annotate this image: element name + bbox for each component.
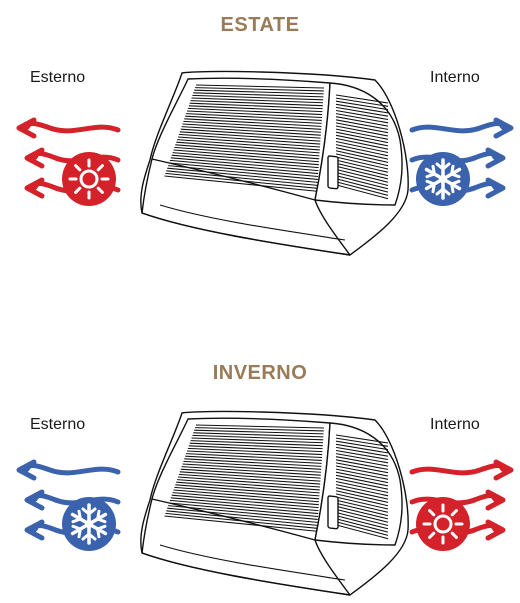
air-flow-arrow bbox=[23, 463, 121, 476]
arrow-head bbox=[24, 177, 45, 199]
sun-icon bbox=[62, 152, 116, 206]
arrow-head bbox=[493, 117, 514, 139]
arrow-head bbox=[493, 459, 514, 481]
outside-label-winter: Esterno bbox=[30, 416, 86, 433]
arrow-head bbox=[24, 147, 45, 169]
air-flow-arrow bbox=[409, 463, 507, 476]
display-slot bbox=[327, 155, 339, 190]
display-slot bbox=[327, 495, 339, 530]
arrow-head bbox=[24, 519, 45, 541]
winter-panel: INVERNO Esterno Interno bbox=[0, 350, 520, 603]
air-flow-arrow bbox=[23, 121, 121, 134]
side-grille bbox=[335, 94, 389, 200]
air-conditioner-unit-winter bbox=[140, 410, 409, 596]
air-conditioner-unit-summer bbox=[140, 70, 409, 256]
inside-label-winter: Interno bbox=[430, 416, 480, 433]
front-grille bbox=[164, 84, 325, 192]
snowflake-icon bbox=[416, 152, 470, 206]
arrow-head bbox=[16, 117, 37, 139]
season-title-summer: ESTATE bbox=[220, 14, 300, 36]
arrow-head bbox=[485, 519, 506, 541]
arrow-head bbox=[485, 489, 506, 511]
arrow-head bbox=[16, 459, 37, 481]
incoming-air-arrows-summer bbox=[409, 117, 514, 199]
season-title-winter: INVERNO bbox=[212, 362, 308, 384]
air-flow-arrow bbox=[409, 121, 507, 134]
snowflake-icon bbox=[62, 497, 116, 551]
outside-label-summer: Esterno bbox=[30, 69, 86, 86]
side-grille bbox=[335, 434, 389, 540]
summer-panel: ESTATE Esterno Interno bbox=[0, 0, 520, 300]
sun-icon bbox=[416, 497, 470, 551]
arrow-head bbox=[24, 489, 45, 511]
arrow-head bbox=[485, 177, 506, 199]
front-grille bbox=[164, 424, 325, 532]
arrow-head bbox=[485, 147, 506, 169]
outgoing-air-arrows-winter bbox=[16, 459, 121, 541]
inside-label-summer: Interno bbox=[430, 69, 480, 86]
